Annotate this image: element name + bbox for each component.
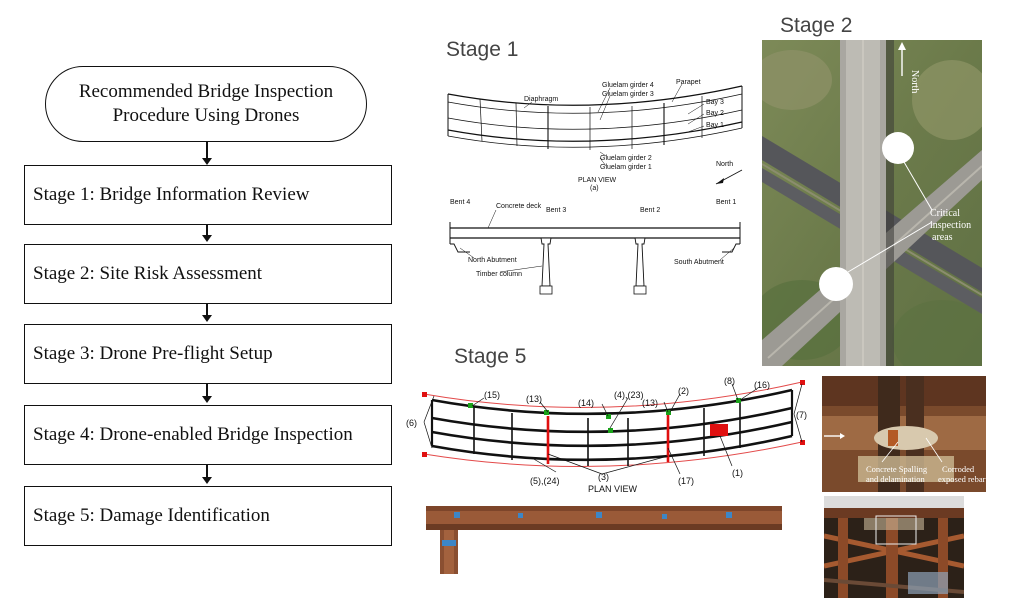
flow-arrow-head: [202, 396, 212, 403]
damage-marker-green: [608, 428, 613, 433]
callout-14: (14): [578, 398, 594, 408]
label-corroded-line1: Corroded: [942, 464, 975, 474]
critical-area-marker: [882, 132, 914, 164]
damage-marker-red: [422, 392, 427, 397]
flow-arrow: [206, 142, 208, 159]
label-corroded-line2: exposed rebar: [938, 474, 986, 484]
stage-5-label: Stage 5: Damage Identification: [33, 505, 270, 526]
callout-6: (6): [406, 418, 417, 428]
flow-arrow-head: [202, 477, 212, 484]
callout-2: (2): [678, 386, 689, 396]
stage2-north-label: North: [909, 70, 920, 93]
stage-2-box: Stage 2: Site Risk Assessment: [24, 244, 392, 304]
label-spalling-line1: Concrete Spalling: [866, 464, 928, 474]
callout-8: (8): [724, 376, 735, 386]
callout-3: (3): [598, 472, 609, 482]
label-girder4: Gluelam girder 4: [602, 82, 654, 89]
stage-5-box: Stage 5: Damage Identification: [24, 486, 392, 546]
critical-area-marker: [819, 267, 853, 301]
callout-5-24: (5),(24): [530, 476, 560, 486]
damage-marker-green: [468, 403, 473, 408]
stage1-elevation-drawing: Bent 4 Concrete deck Bent 3 Bent 2 Bent …: [449, 199, 741, 295]
callout-13-right: (13): [642, 398, 658, 408]
stage2-aerial-photo: North Critical inspection areas: [762, 40, 982, 366]
stage5-title: Stage 5: [454, 345, 527, 368]
label-bay3: Bay 3: [706, 99, 724, 106]
stage5-plan-view-label: PLAN VIEW: [588, 484, 638, 492]
label-girder1: Gluelam girder 1: [600, 164, 652, 171]
label-plan-view: PLAN VIEW: [578, 177, 617, 184]
label-sub-a: (a): [590, 185, 599, 192]
callout-13-left: (13): [526, 394, 542, 404]
damage-marker-green: [666, 410, 671, 415]
flow-arrow-head: [202, 235, 212, 242]
stage-1-box: Stage 1: Bridge Information Review: [24, 165, 392, 225]
label-spalling-line2: and delamination: [866, 474, 926, 484]
stage-3-box: Stage 3: Drone Pre-flight Setup: [24, 324, 392, 384]
label-bay1: Bay 1: [706, 122, 724, 129]
flowchart-title-line2: Procedure Using Drones: [112, 105, 300, 126]
label-bent3: Bent 3: [546, 207, 566, 214]
label-bay2: Bay 2: [706, 110, 724, 117]
stage5-underdeck-photo: [824, 496, 964, 598]
label-north: North: [716, 161, 733, 168]
damage-marker-red: [422, 452, 427, 457]
label-south-abutment: South Abutment: [674, 259, 724, 266]
callout-7: (7): [796, 410, 807, 420]
stage-3-label: Stage 3: Drone Pre-flight Setup: [33, 343, 273, 364]
label-girder3: Gluelam girder 3: [602, 91, 654, 98]
flow-arrow-head: [202, 158, 212, 165]
damage-marker-green: [606, 414, 611, 419]
stage-4-box: Stage 4: Drone-enabled Bridge Inspection: [24, 405, 392, 465]
label-parapet: Parapet: [676, 79, 701, 86]
label-bent4: Bent 4: [450, 199, 470, 206]
flow-arrow: [206, 465, 208, 478]
damage-marker-red: [710, 424, 728, 436]
stage-4-label: Stage 4: Drone-enabled Bridge Inspection: [33, 424, 353, 445]
stage2-critical-line2: inspection: [930, 220, 971, 231]
label-girder2: Gluelam girder 2: [600, 155, 652, 162]
flow-arrow: [206, 384, 208, 397]
callout-15: (15): [484, 390, 500, 400]
flowchart-title: Recommended Bridge Inspection Procedure …: [45, 66, 367, 142]
label-diaphragm: Diaphragm: [524, 96, 558, 103]
stage5-damage-plan: (15) (13) (14) (4),(23) (13) (2) (8) (16…: [406, 376, 807, 492]
flow-arrow: [206, 304, 208, 316]
damage-marker-green: [544, 410, 549, 415]
label-concrete-deck: Concrete deck: [496, 203, 542, 210]
damage-marker-red: [800, 440, 805, 445]
stage2-critical-line3: areas: [932, 232, 953, 243]
stage-1-label: Stage 1: Bridge Information Review: [33, 184, 310, 205]
flow-arrow-head: [202, 315, 212, 322]
flow-arrow: [206, 225, 208, 236]
callout-1: (1): [732, 468, 743, 478]
label-north-abutment: North Abutment: [468, 257, 517, 264]
stage5-bridge-photo: [426, 500, 782, 578]
callout-16: (16): [754, 380, 770, 390]
damage-marker-red: [800, 380, 805, 385]
flowchart-title-line1: Recommended Bridge Inspection: [78, 81, 334, 102]
callout-17: (17): [678, 476, 694, 486]
label-bent2: Bent 2: [640, 207, 660, 214]
stage5-damage-photo-spalling: Concrete Spalling and delamination Corro…: [822, 376, 986, 492]
stage1-title: Stage 1: [446, 38, 519, 61]
callout-4-23: (4),(23): [614, 390, 644, 400]
stage-2-label: Stage 2: Site Risk Assessment: [33, 263, 263, 284]
label-timber-column: Timber column: [476, 271, 522, 278]
label-bent1: Bent 1: [716, 199, 736, 206]
stage1-plan-view-drawing: Diaphragm Gluelam girder 4 Gluelam girde…: [447, 79, 743, 192]
stage2-critical-line1: Critical: [930, 208, 960, 219]
damage-marker-green: [736, 398, 741, 403]
stage2-title: Stage 2: [780, 14, 853, 37]
